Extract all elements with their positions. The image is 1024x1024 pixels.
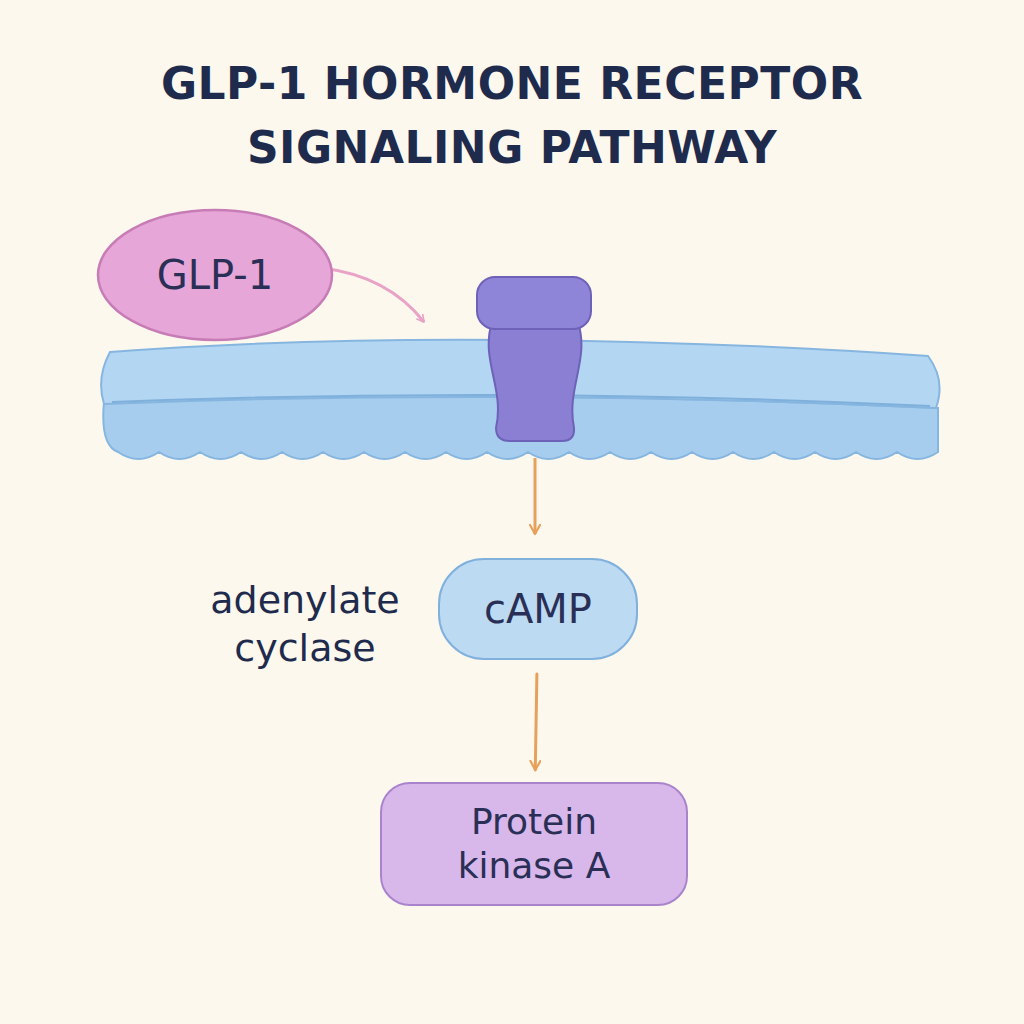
binding-arrow — [322, 268, 424, 322]
receptor-body — [489, 322, 582, 441]
enzyme-label: adenylate cyclase — [180, 576, 430, 672]
kinase-box: Protein kinase A — [380, 782, 688, 906]
node-label: GLP-1 — [157, 251, 273, 300]
node-label: Protein kinase A — [444, 800, 624, 888]
node-label: cAMP — [484, 585, 592, 634]
ellipse-shape — [98, 210, 332, 340]
hormone-ellipse: GLP-1 — [96, 208, 334, 342]
messenger-box: cAMP — [438, 558, 638, 660]
flow-arrow — [535, 674, 537, 770]
receptor-cap — [477, 277, 591, 329]
diagram-title: GLP-1 HORMONE RECEPTOR SIGNALING PATHWAY — [102, 52, 922, 180]
signal-arrow — [534, 458, 537, 534]
